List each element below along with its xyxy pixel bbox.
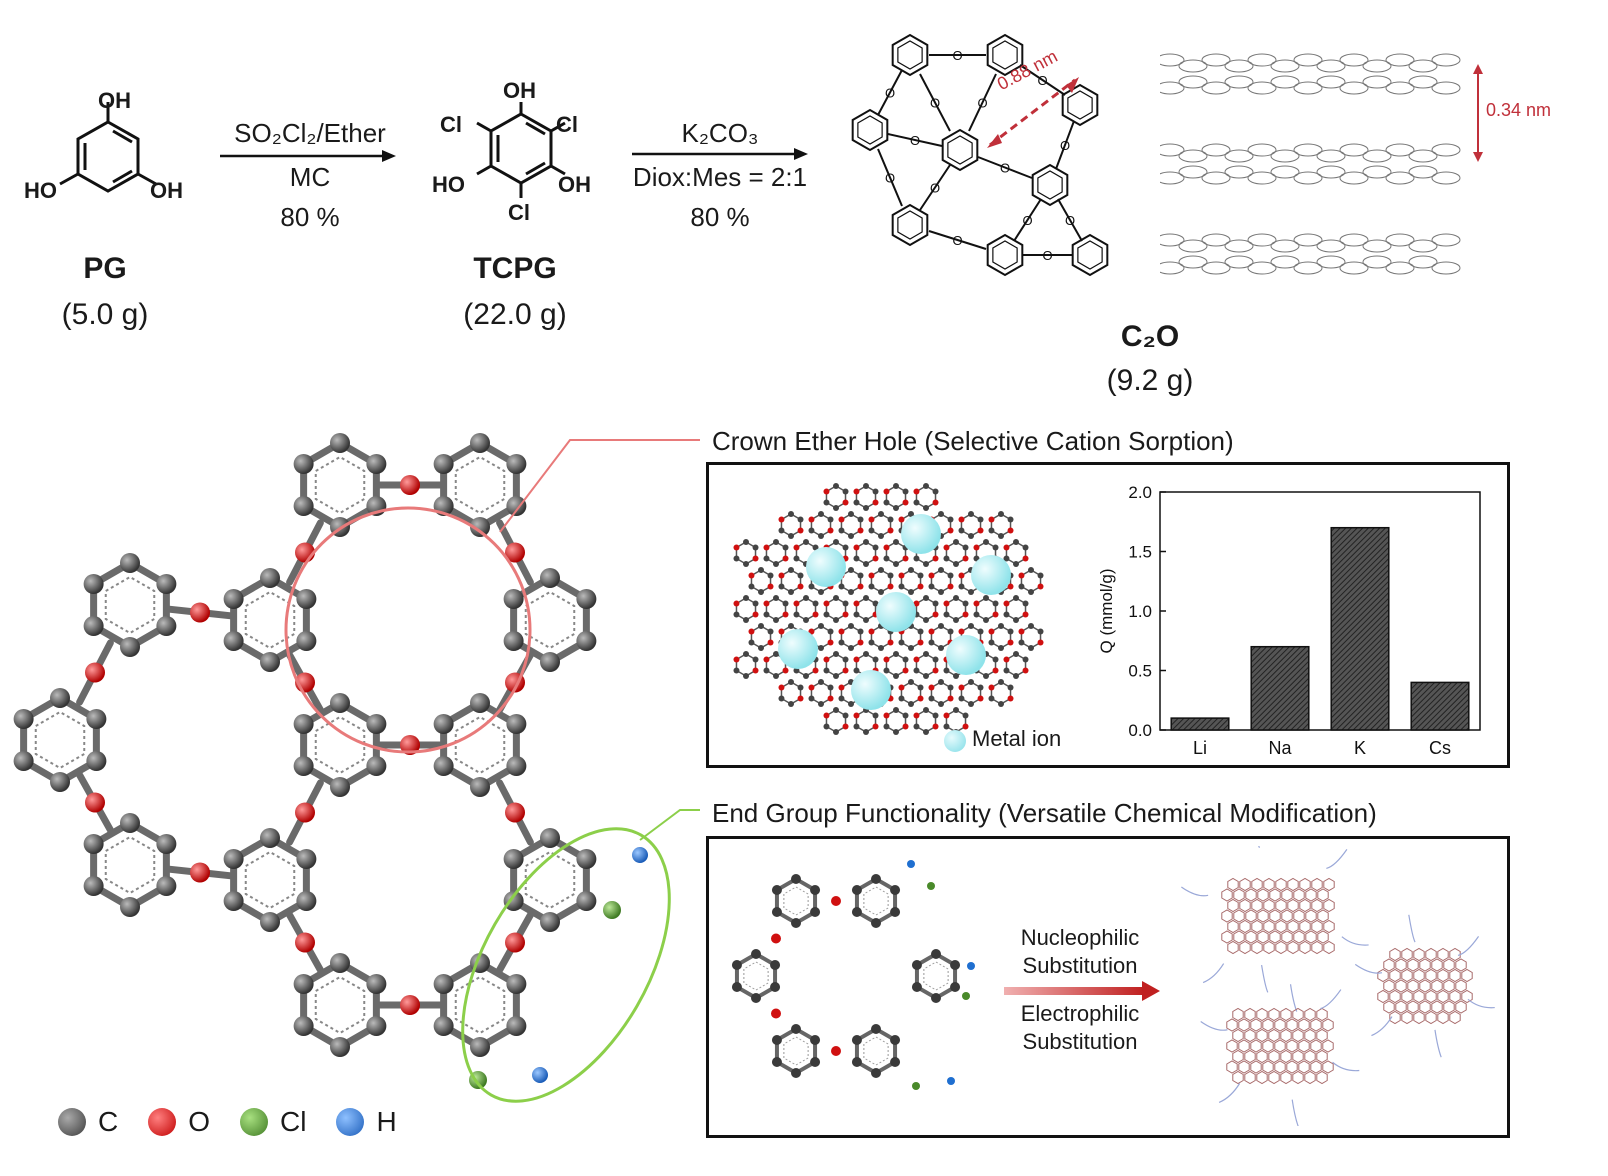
y-tick-label: 1.0 xyxy=(1128,602,1152,621)
step1-arrow xyxy=(220,150,396,162)
tcpg-name: TCPG xyxy=(473,252,557,285)
x-tick-label: Na xyxy=(1268,738,1292,758)
y-tick-label: 0.0 xyxy=(1128,721,1152,740)
svg-text:O: O xyxy=(885,171,895,186)
pg-oh-top: OH xyxy=(98,88,131,113)
svg-text:O: O xyxy=(930,96,940,111)
y-tick-label: 1.5 xyxy=(1128,543,1152,562)
end-group-highlight-ellipse xyxy=(461,827,671,1103)
tcpg-amount: (22.0 g) xyxy=(463,298,567,331)
step2-yield: 80 % xyxy=(690,202,750,232)
x-tick-label: K xyxy=(1354,738,1366,758)
chlorine-legend-ball xyxy=(240,1108,269,1136)
atom-legend: C O Cl H xyxy=(58,1106,397,1138)
modification-arrow xyxy=(1004,981,1160,1001)
bar-li xyxy=(1170,717,1230,731)
bar-cs xyxy=(1410,681,1470,731)
svg-text:O: O xyxy=(930,181,940,196)
tcpg-oh-top: OH xyxy=(503,78,536,103)
tcpg-structure xyxy=(476,102,566,198)
legend-o: O xyxy=(188,1106,211,1137)
electrophilic-label: Electrophilic Substitution xyxy=(990,1000,1170,1056)
cation-sorption-chart: 0.0 0.5 1.0 1.5 2.0Li Na K Cs Q (mmol/g) xyxy=(1097,483,1481,758)
x-tick-label: Cs xyxy=(1429,738,1451,758)
legend-c: C xyxy=(98,1106,119,1137)
svg-text:O: O xyxy=(1065,213,1075,228)
pg-ho-left: HO xyxy=(24,178,57,203)
bar-na xyxy=(1250,645,1310,731)
x-tick-label: Li xyxy=(1193,738,1207,758)
tcpg-cl-bottom: Cl xyxy=(508,200,530,225)
svg-text:O: O xyxy=(1043,248,1053,263)
svg-text:O: O xyxy=(910,133,920,148)
nucleophilic-line1: Nucleophilic xyxy=(1020,925,1140,950)
legend-cl: Cl xyxy=(280,1106,307,1137)
y-axis-label: Q (mmol/g) xyxy=(1097,569,1116,654)
step2-arrow xyxy=(632,148,808,160)
pg-name: PG xyxy=(83,252,127,285)
tcpg-cl-right: Cl xyxy=(556,112,578,137)
svg-text:O: O xyxy=(1023,213,1033,228)
nucleophilic-label: Nucleophilic Substitution xyxy=(990,924,1170,980)
y-tick-label: 0.5 xyxy=(1128,662,1152,681)
crown-ether-panel xyxy=(706,462,1510,768)
nucleophilic-line2: Substitution xyxy=(1022,953,1138,978)
tcpg-cl-left: Cl xyxy=(440,112,462,137)
pg-structure xyxy=(59,102,157,193)
functionalized-flakes xyxy=(1181,846,1495,1126)
legend-h: H xyxy=(376,1106,397,1137)
electrophilic-line2: Substitution xyxy=(1022,1029,1138,1054)
metal-ion-legend-label: Metal ion xyxy=(972,726,1062,751)
step2-solvent: Diox:Mes = 2:1 xyxy=(632,162,808,192)
interlayer-label: 0.34 nm xyxy=(1486,100,1552,120)
svg-text:O: O xyxy=(885,86,895,101)
pg-oh-right: OH xyxy=(150,178,183,203)
crown-ether-highlight-circle xyxy=(284,506,532,754)
metal-ion-legend-icon xyxy=(944,730,966,752)
c2o-line-structure: O O O O O O O O O O O O O O xyxy=(851,33,1109,277)
small-ball-stick-model xyxy=(731,860,975,1090)
tcpg-ho-left: HO xyxy=(432,172,465,197)
electrophilic-line1: Electrophilic xyxy=(1020,1001,1140,1026)
hydrogen-legend-ball xyxy=(336,1108,365,1136)
bar-k xyxy=(1330,526,1390,731)
step1-reagent: SO₂Cl₂/Ether xyxy=(234,118,386,148)
svg-text:O: O xyxy=(1000,161,1010,176)
tcpg-oh-right: OH xyxy=(558,172,591,197)
end-group-panel xyxy=(706,836,1510,1138)
step1-solvent: MC xyxy=(289,162,331,192)
svg-text:O: O xyxy=(953,233,963,248)
pore-size-arrow xyxy=(989,78,1076,147)
svg-text:O: O xyxy=(953,48,963,63)
end-group-title: End Group Functionality (Versatile Chemi… xyxy=(712,798,1377,828)
c2o-ball-stick-model xyxy=(13,433,700,1103)
step1-yield: 80 % xyxy=(280,202,340,232)
oxygen-legend-ball xyxy=(148,1108,177,1136)
step2-reagent: K₂CO₃ xyxy=(681,118,759,148)
pg-amount: (5.0 g) xyxy=(61,298,149,331)
svg-text:O: O xyxy=(1038,73,1048,88)
metal-ion-sheet xyxy=(733,483,1044,735)
c2o-name: C₂O xyxy=(1120,320,1180,353)
crown-ether-title: Crown Ether Hole (Selective Cation Sorpt… xyxy=(712,426,1234,456)
svg-text:O: O xyxy=(978,96,988,111)
c2o-amount: (9.2 g) xyxy=(1106,364,1194,397)
y-tick-label: 2.0 xyxy=(1128,483,1152,502)
svg-text:O: O xyxy=(1060,138,1070,153)
c2o-stacked-layers xyxy=(1160,53,1483,275)
carbon-legend-ball xyxy=(58,1108,86,1136)
